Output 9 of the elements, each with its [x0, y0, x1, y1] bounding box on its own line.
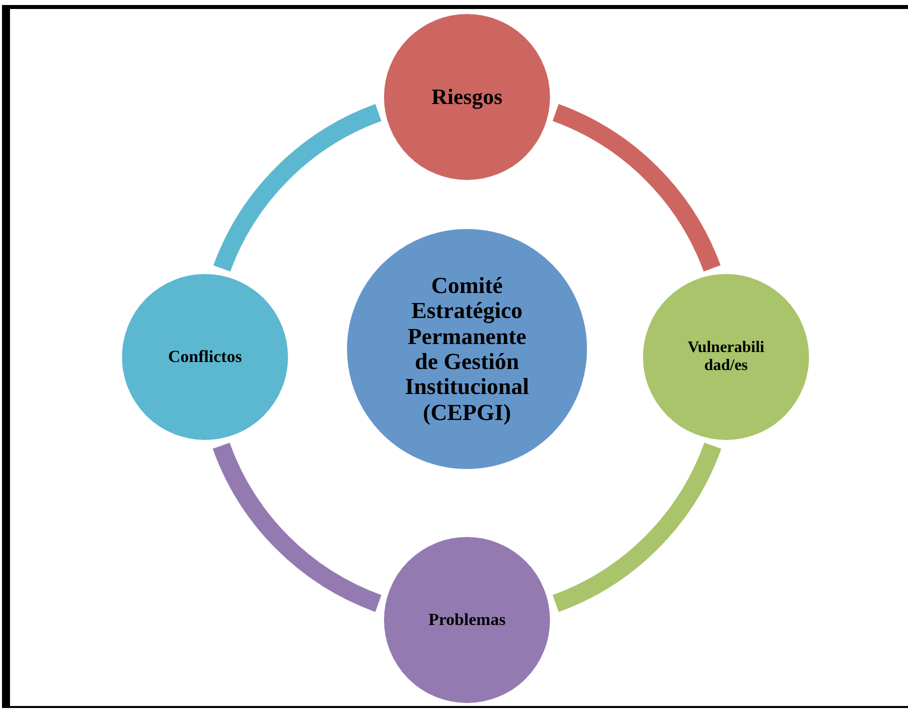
node-label: Riesgos [430, 84, 504, 110]
node-label: Comité Estratégico Permanente de Gestión Institucional (CEPGI) [404, 273, 530, 425]
node-label: Conflictos [167, 348, 243, 366]
ring-arc-connector [552, 104, 720, 272]
ring-arc-connector [214, 104, 382, 272]
node-label: Vulnerabili dad/es [686, 339, 766, 375]
ring-arc-connector [552, 442, 722, 612]
node-label: Problemas [427, 610, 507, 630]
ring-arc-connector [212, 442, 382, 612]
